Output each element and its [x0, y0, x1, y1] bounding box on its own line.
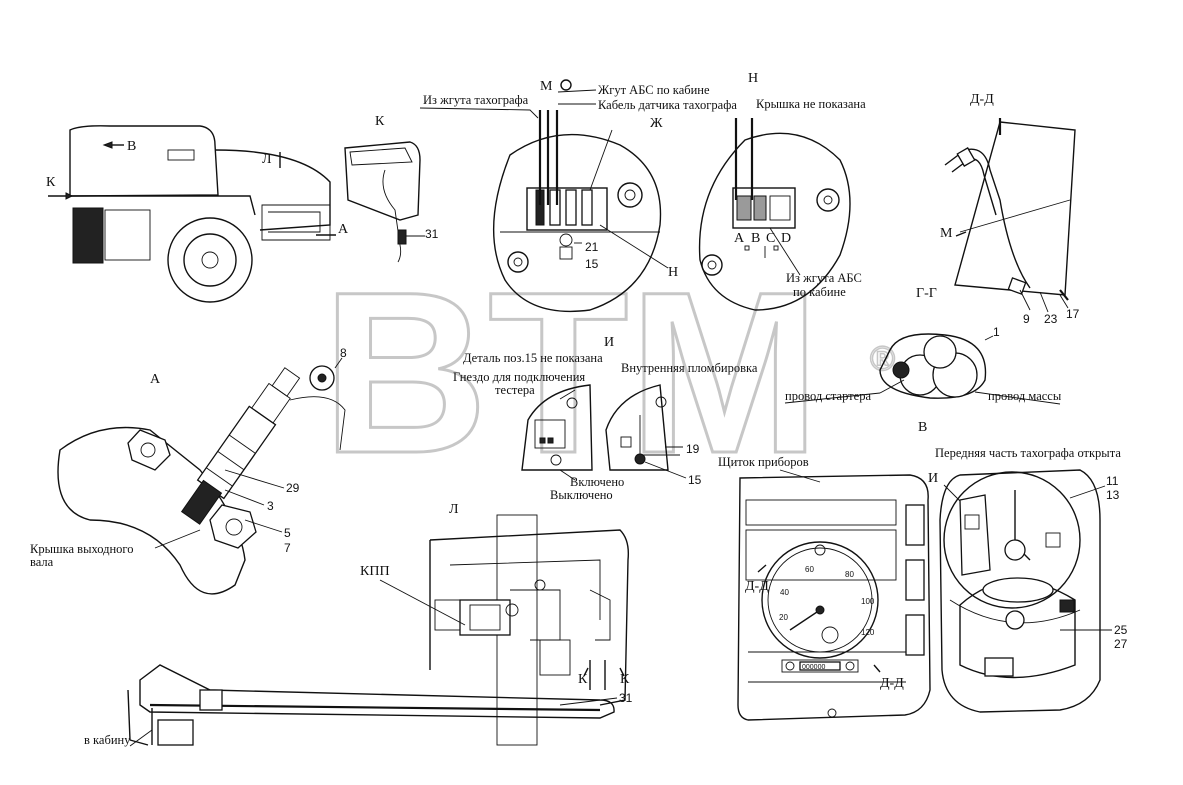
section-d-d: Д-Д М 9 23 17 [940, 92, 1080, 326]
callout-11: 11 [1106, 474, 1119, 488]
view-k-detail: К 31 [344, 114, 439, 263]
view-l-title: Л [449, 502, 459, 517]
view-label-k-arrow: К [46, 175, 56, 190]
view-a-sensor: А 8 29 3 5 7 Крышка выходного вала [30, 346, 347, 595]
section-g-g: Г-Г 1 провод стартера провод массы [784, 286, 1062, 405]
callout-8: 8 [340, 346, 347, 360]
label-k-section-1: К [578, 672, 588, 687]
label-zh: Ж [650, 116, 663, 131]
callout-31-a: 31 [425, 227, 439, 241]
label-tacho-sensor-cable: Кабель датчика тахографа [598, 98, 737, 112]
view-m-title: М [540, 79, 553, 94]
callout-19: 19 [686, 442, 700, 456]
callout-27: 27 [1114, 637, 1128, 651]
view-n-connector: Н Крышка не показана A B C D Из жгута АБ… [698, 71, 866, 311]
callout-5: 5 [284, 526, 291, 540]
label-tester-socket-1: Гнездо для подключения [453, 370, 585, 384]
view-l-routing: Л КПП 31 К К в кабину [84, 502, 633, 747]
label-output-shaft-cover-2: вала [30, 555, 54, 569]
pin-d: D [781, 231, 791, 246]
callout-29: 29 [286, 481, 300, 495]
label-k-section-2: К [620, 672, 630, 687]
watermark-registered-mark: ® [870, 340, 895, 378]
label-to-cab: в кабину [84, 733, 131, 747]
label-ground-wire: провод массы [988, 389, 1062, 403]
view-a-title: А [150, 372, 161, 387]
label-starter-wire: провод стартера [785, 389, 871, 403]
view-v-title: В [918, 420, 927, 435]
label-gearbox: КПП [360, 564, 390, 579]
section-g-g-title: Г-Г [916, 286, 937, 301]
pin-a: A [734, 231, 745, 246]
label-inner-seal: Внутренняя пломбировка [621, 361, 758, 375]
label-cover-not-shown: Крышка не показана [756, 97, 866, 111]
callout-21: 21 [585, 240, 599, 254]
view-label-l-arrow: Л [262, 152, 272, 167]
label-switched-on: Включено [570, 475, 624, 489]
odometer-value: 000000 [802, 664, 825, 671]
pin-b: B [751, 231, 760, 246]
label-d-arrow-bottom: Д-Д [880, 676, 904, 691]
tacho-front-open: Передняя часть тахографа открыта И 11 13… [928, 446, 1128, 713]
dial-tick-80: 80 [845, 570, 854, 579]
watermark-text: BTM [322, 244, 820, 501]
view-k-title: К [375, 114, 385, 129]
dial-tick-60: 60 [805, 565, 814, 574]
truck-side-view: К В Л А [46, 125, 349, 303]
callout-15-b: 15 [688, 473, 702, 487]
label-i-arrow: И [928, 471, 938, 486]
label-abs-harness-cab: Жгут АБС по кабине [598, 83, 710, 97]
view-m-tacho-rear: М Жгут АБС по кабине Кабель датчика тахо… [419, 79, 737, 313]
callout-31-b: 31 [619, 691, 633, 705]
view-label-a-arrow: А [338, 222, 349, 237]
label-tester-socket-2: тестера [495, 383, 535, 397]
dial-tick-100: 100 [861, 597, 875, 606]
label-switched-off: Выключено [550, 488, 613, 502]
label-output-shaft-cover-1: Крышка выходного [30, 542, 134, 556]
label-n-section: Н [668, 265, 678, 280]
label-dashboard: Щиток приборов [718, 455, 809, 469]
callout-7: 7 [284, 541, 291, 555]
view-n-title: Н [748, 71, 758, 86]
watermark: BTM ® [321, 243, 896, 503]
label-along-cab: по кабине [793, 285, 846, 299]
label-d-arrow-top: Д-Д [745, 579, 769, 594]
callout-3: 3 [267, 499, 274, 513]
dial-tick-40: 40 [780, 588, 789, 597]
callout-17: 17 [1066, 307, 1080, 321]
dashboard-view: В Щиток приборов 20 40 60 80 100 120 000… [718, 420, 931, 721]
callout-25: 25 [1114, 623, 1128, 637]
callout-13: 13 [1106, 488, 1120, 502]
dial-tick-20: 20 [779, 613, 788, 622]
section-d-d-title: Д-Д [970, 92, 994, 107]
callout-9: 9 [1023, 312, 1030, 326]
dial-tick-120: 120 [861, 628, 875, 637]
view-i-socket: И Деталь поз.15 не показана Гнездо для п… [453, 335, 758, 502]
label-m-arrow: М [940, 226, 953, 241]
label-tacho-front-open: Передняя часть тахографа открыта [935, 446, 1121, 460]
callout-1: 1 [993, 325, 1000, 339]
callout-15-a: 15 [585, 257, 599, 271]
label-from-tacho-harness: Из жгута тахографа [423, 93, 529, 107]
view-label-v: В [127, 139, 136, 154]
label-from-abs-harness: Из жгута АБС [786, 271, 862, 285]
view-i-title: И [604, 335, 614, 350]
label-part15-not-shown: Деталь поз.15 не показана [463, 351, 603, 365]
callout-23: 23 [1044, 312, 1058, 326]
pin-c: C [766, 231, 775, 246]
